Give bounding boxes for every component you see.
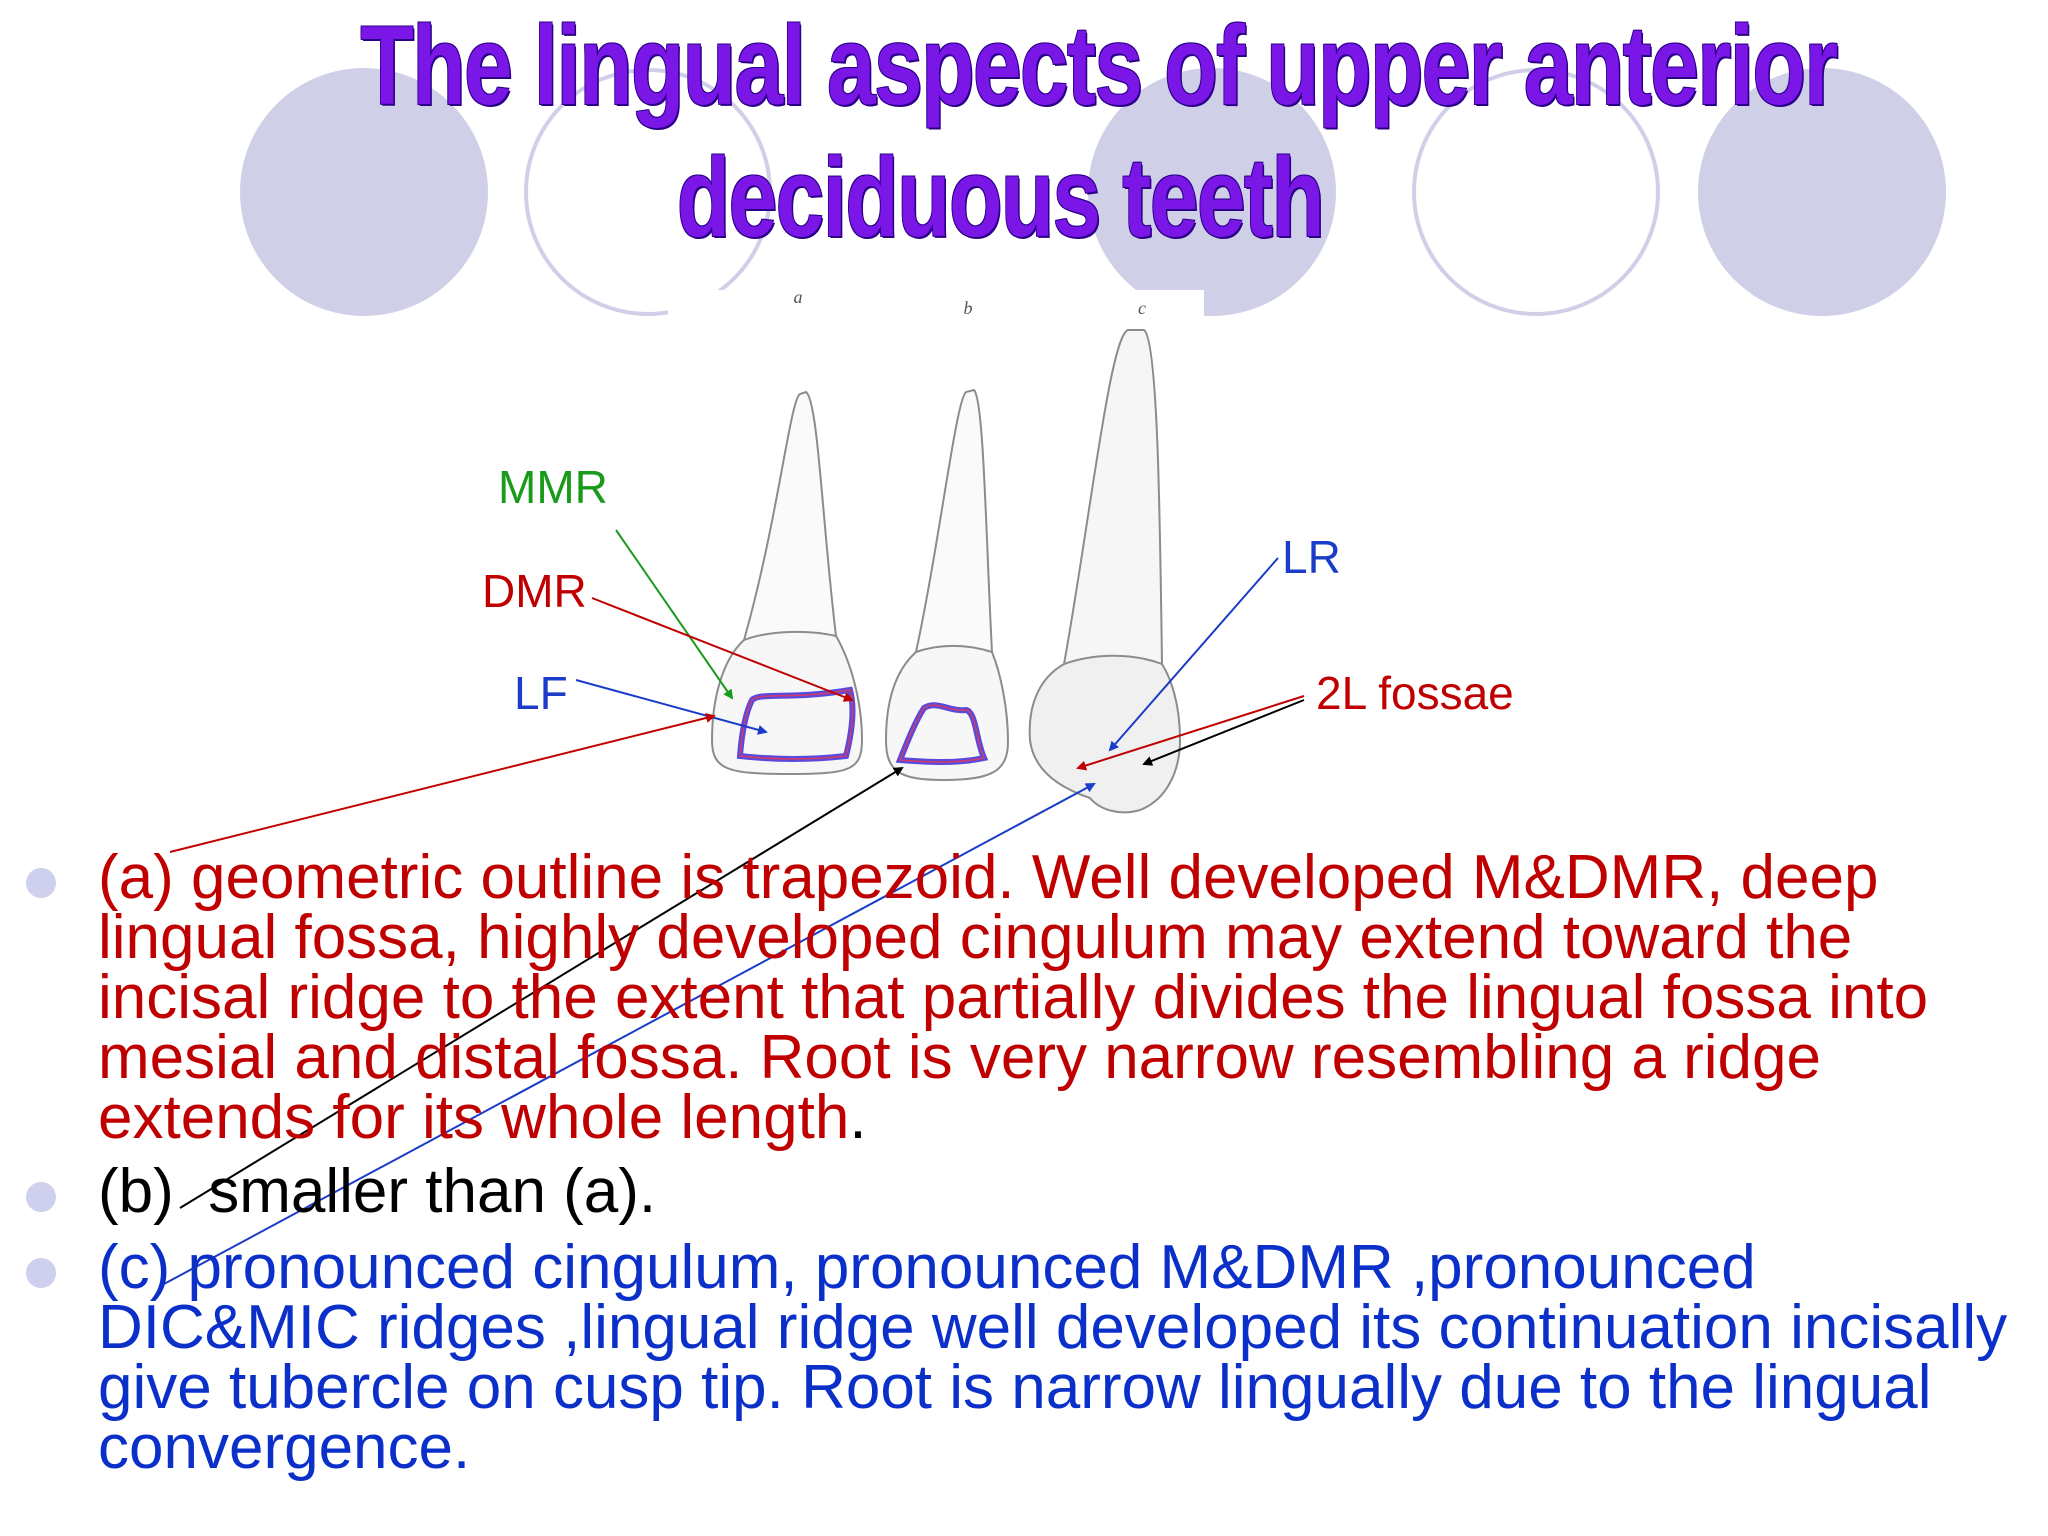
decorative-circle (1088, 68, 1336, 316)
fossae-black-leader-line (1142, 699, 1305, 766)
tooth-letter-b: b (964, 298, 973, 318)
bullet-dot (26, 868, 56, 898)
tooth-a-crown (710, 630, 864, 776)
tooth-b-root (914, 388, 994, 653)
decorative-circle (1698, 68, 1946, 316)
decorative-ring (1412, 68, 1660, 316)
lf-leader-line (575, 679, 768, 735)
label-2l-fossae: 2L fossae (1316, 667, 1514, 719)
tooth-c-crown (1028, 654, 1182, 814)
decorative-ring (524, 68, 772, 316)
label-lf: LF (514, 667, 568, 719)
bullet-b-text: (b) smaller than (a). (98, 1157, 657, 1226)
dmr-leader-line (591, 597, 854, 702)
bullet-item-a: (a) geometric outline is trapezoid. Well… (24, 847, 2034, 1149)
bullet-b-leader-line (179, 766, 904, 1209)
bullet-c-leader-line (163, 783, 1096, 1285)
tooth-b: b (884, 298, 1010, 782)
tooth-c: c (1028, 298, 1182, 814)
title-line-1: The lingual aspects of upper anterior (360, 3, 1838, 128)
bullet-a-period: . (849, 1083, 867, 1152)
lr-leader-line (1108, 557, 1279, 752)
slide-title: The lingual aspects of upper anterior de… (360, 0, 1838, 264)
bullet-dot (26, 1258, 56, 1288)
fossae-red-leader-line (1076, 695, 1305, 771)
mmr-leader-line (615, 529, 734, 700)
tooth-c-root (1062, 329, 1164, 665)
tooth-letter-c: c (1138, 298, 1146, 318)
bullet-item-c: (c) pronounced cingulum, pronounced M&DM… (24, 1237, 2034, 1479)
bullet-dot (26, 1182, 56, 1212)
label-lr: LR (1282, 531, 1341, 583)
title-line-2: deciduous teeth (676, 135, 1325, 260)
decorative-circle (240, 68, 488, 316)
tooth-a-root (742, 390, 838, 642)
tooth-a: a (710, 287, 864, 776)
bullet-list: (a) geometric outline is trapezoid. Well… (24, 847, 2034, 1479)
bullet-item-b: (b) smaller than (a). (24, 1161, 2034, 1223)
tooth-letter-a: a (794, 287, 803, 307)
bullet-c-text: (c) pronounced cingulum, pronounced M&DM… (98, 1233, 2008, 1482)
bullet-a-text: (a) geometric outline is trapezoid. Well… (98, 843, 1929, 1152)
bullet-a-leader-line (169, 713, 716, 853)
label-dmr: DMR (482, 565, 587, 617)
label-mmr: MMR (498, 461, 608, 513)
